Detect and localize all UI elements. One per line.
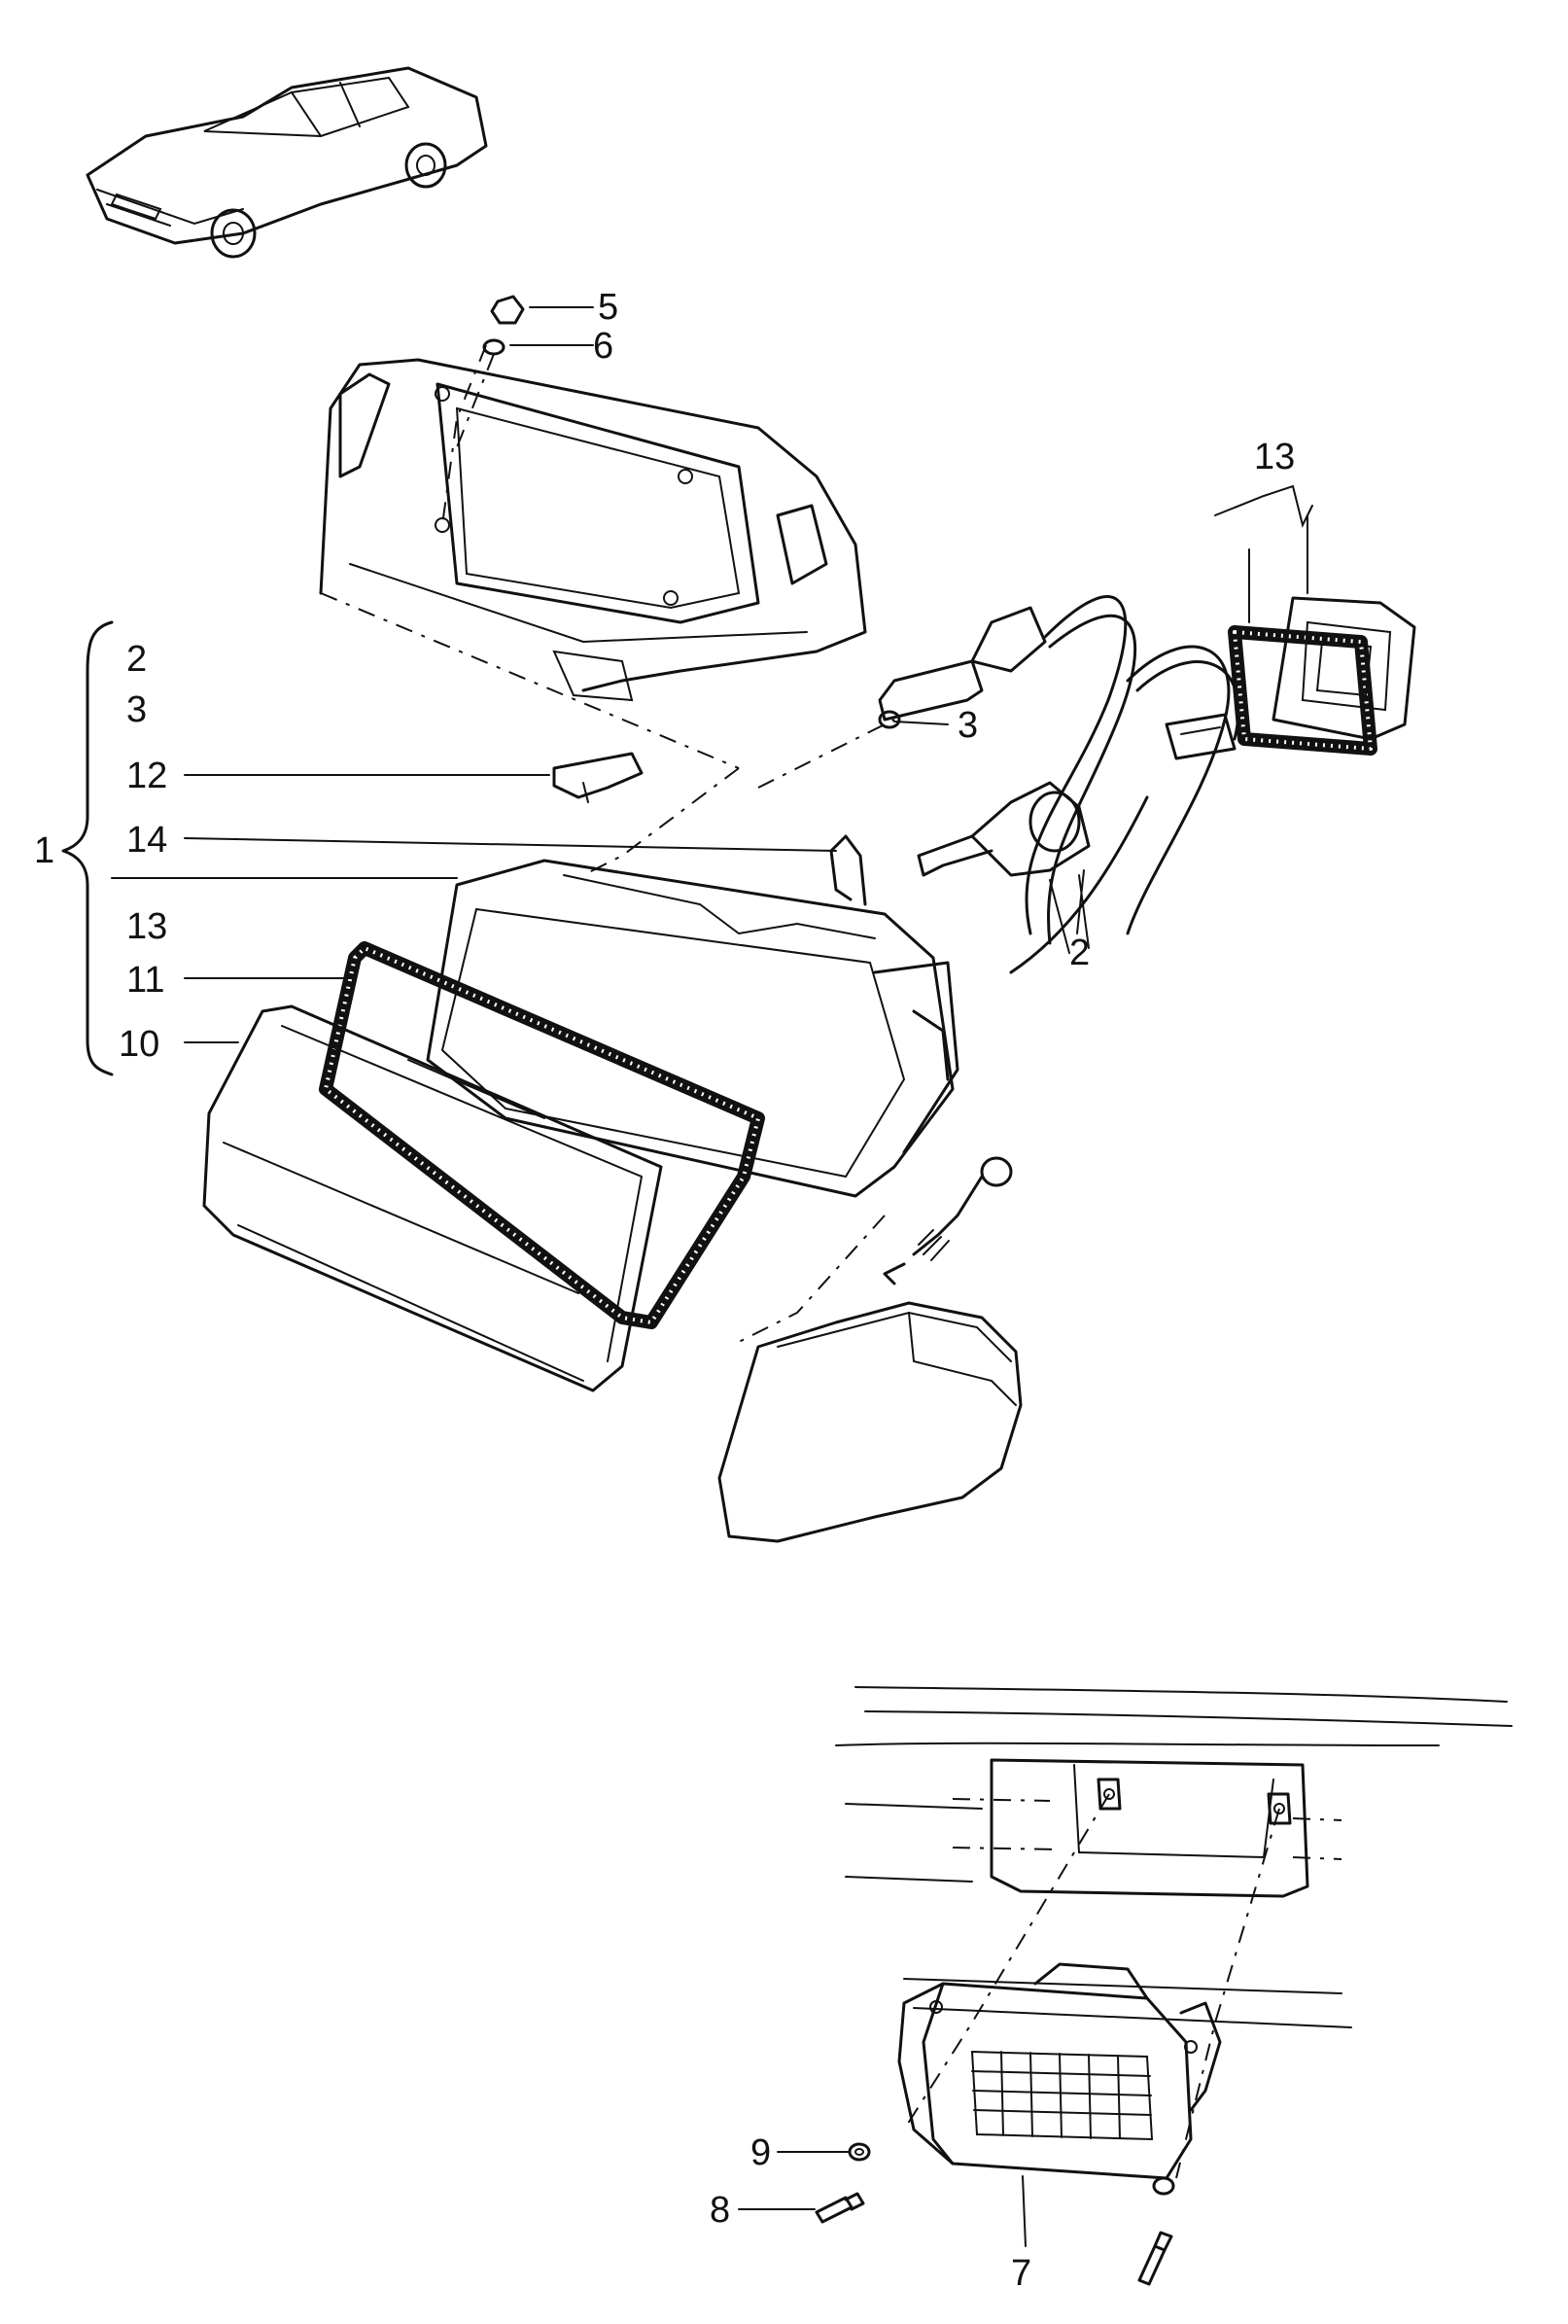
callout-14: 14 bbox=[126, 820, 167, 861]
callout-10: 10 bbox=[119, 1024, 159, 1065]
callout-3-right: 3 bbox=[958, 705, 978, 746]
leader-lines bbox=[111, 306, 1313, 2247]
car-thumbnail-illustration bbox=[86, 66, 488, 259]
callout-8: 8 bbox=[710, 2190, 730, 2231]
callout-2-left: 2 bbox=[126, 639, 147, 680]
callout-1: 1 bbox=[34, 830, 54, 871]
fog-light-assembly-illustration bbox=[815, 1686, 1513, 2286]
callout-9: 9 bbox=[750, 2132, 771, 2173]
callout-13-left: 13 bbox=[126, 906, 167, 947]
callout-3-left: 3 bbox=[126, 689, 147, 730]
callout-7: 7 bbox=[1011, 2253, 1031, 2294]
callout-5: 5 bbox=[598, 287, 618, 328]
callout-labels: 1 2 3 12 14 13 11 10 5 6 3 2 13 9 8 7 bbox=[34, 287, 1295, 2294]
callout-12: 12 bbox=[126, 756, 167, 796]
callout-2-right: 2 bbox=[1069, 933, 1090, 973]
callout-11: 11 bbox=[126, 960, 164, 1001]
callout-6: 6 bbox=[593, 326, 613, 367]
callout-13-right: 13 bbox=[1254, 437, 1295, 477]
assembly-group-bracket bbox=[61, 620, 114, 1076]
headlight-assembly-illustration bbox=[202, 295, 1416, 1543]
